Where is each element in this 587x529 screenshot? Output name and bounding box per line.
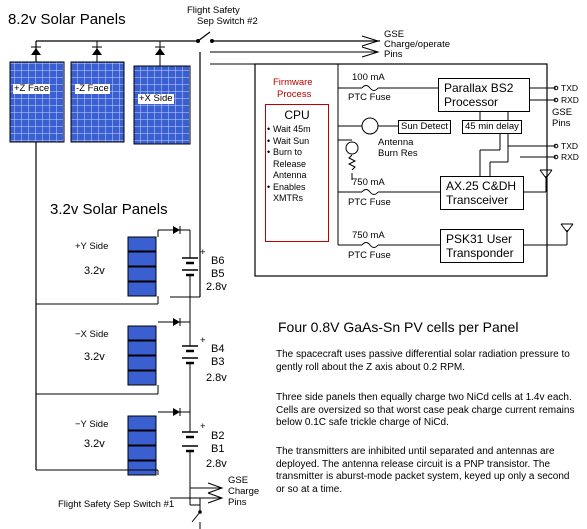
battery-b3: B3 xyxy=(211,356,225,368)
gse-bottom-line1: GSE xyxy=(228,475,249,486)
fuse-bot-label: PTC Fuse xyxy=(348,250,391,261)
description-para-1: The spacecraft uses passive differential… xyxy=(276,349,570,373)
sep-switch-2-line2: Sep Switch #2 xyxy=(197,16,258,27)
sun-detect-box: Sun Detect xyxy=(398,120,451,134)
delay-box: 45 min delay xyxy=(462,120,522,134)
gse-pins-right-1: GSE xyxy=(552,107,573,118)
panel-label-z-plus: +Z Face xyxy=(13,83,51,94)
gse-top-line1: GSE xyxy=(384,29,405,40)
bs2-line1: Parallax BS2 xyxy=(444,81,514,95)
antenna-burn-line2: Burn Res xyxy=(378,148,418,159)
side-label-x-minus: −X Side xyxy=(75,329,109,340)
panel-z-minus xyxy=(70,61,125,143)
ax25-line1: AX.25 C&DH xyxy=(446,179,517,193)
bs2-line2: Processor xyxy=(444,95,499,109)
cpu-item: Burn to Release Antenna xyxy=(266,147,328,182)
pack-voltage-2: 2.8v xyxy=(206,372,227,384)
txd-mid: TXD xyxy=(561,141,578,151)
battery-b6: B6 xyxy=(211,255,225,267)
pack-voltage-3: 2.8v xyxy=(206,458,227,470)
title-82v-panels: 8.2v Solar Panels xyxy=(8,11,126,28)
antenna-burn-line1: Antenna xyxy=(378,137,414,148)
antenna-icon xyxy=(539,169,553,192)
fuse-mid-label: PTC Fuse xyxy=(348,197,391,208)
diode-x-plus xyxy=(155,41,165,66)
rxd-mid: RXD xyxy=(561,152,579,162)
panel-label-z-minus: -Z Face xyxy=(75,83,110,94)
sep-switch-2-line1: Flight Safety xyxy=(187,5,240,16)
panel-label-x-plus: +X Side xyxy=(138,93,174,104)
diode-z-plus xyxy=(31,41,41,60)
gse-pins-right-2: Pins xyxy=(552,118,571,129)
bs2-processor-box: Parallax BS2 Processor xyxy=(438,78,530,112)
fuse-top-current: 100 mA xyxy=(352,72,385,83)
gse-top-line2: Charge/operate xyxy=(384,39,451,50)
title-32v-panels: 3.2v Solar Panels xyxy=(50,201,168,218)
side-panel-y-plus xyxy=(127,226,198,304)
psk-line2: Transponder xyxy=(446,246,514,260)
battery-b4: B4 xyxy=(211,343,225,355)
side-volts-x-minus: 3.2v xyxy=(84,351,105,363)
side-label-y-plus: +Y Side xyxy=(75,241,109,252)
side-label-y-minus: −Y Side xyxy=(75,419,109,430)
side-panel-x-minus xyxy=(127,318,198,392)
panel-z-plus xyxy=(9,61,65,143)
txd-top: TXD xyxy=(561,83,578,93)
fuse-top-label: PTC Fuse xyxy=(348,92,391,103)
side-panel-y-minus xyxy=(127,408,198,488)
antenna-icon xyxy=(560,223,574,245)
plus-sign: + xyxy=(200,421,206,432)
firmware-label-1: Firmware xyxy=(273,77,313,88)
fuse-mid-current: 750 mA xyxy=(352,177,385,188)
description-para-2: Three side panels then equally charge tw… xyxy=(276,392,575,428)
cpu-box: CPU Wait 45m Wait Sun Burn to Release An… xyxy=(265,104,329,242)
cpu-item: Wait Sun xyxy=(266,136,328,148)
description-para-3: The transmitters are inhibited until sep… xyxy=(276,446,570,495)
cpu-item: Enables XMTRs xyxy=(266,182,328,205)
psk-line1: PSK31 User xyxy=(446,232,513,246)
gse-top-line3: Pins xyxy=(384,49,403,60)
plus-sign: + xyxy=(200,247,206,258)
cpu-title: CPU xyxy=(284,108,310,122)
battery-b1: B1 xyxy=(211,443,225,455)
diode-z-minus xyxy=(92,41,102,62)
pack-voltage-1: 2.8v xyxy=(206,281,227,293)
battery-b2: B2 xyxy=(211,430,225,442)
firmware-label-2: Process xyxy=(277,89,312,100)
cpu-item: Wait 45m xyxy=(266,124,328,136)
panel-x-plus xyxy=(133,65,191,145)
fuse-bot-current: 750 mA xyxy=(352,230,385,241)
ax25-transceiver-box: AX.25 C&DH Transceiver xyxy=(440,176,524,210)
sep-switch-1-label: Flight Safety Sep Switch #1 xyxy=(58,499,175,510)
psk31-transponder-box: PSK31 User Transponder xyxy=(440,229,524,263)
battery-b5: B5 xyxy=(211,268,225,280)
gse-bottom-line2: Charge xyxy=(228,486,260,497)
gse-bottom-line3: Pins xyxy=(228,497,247,508)
side-volts-y-plus: 3.2v xyxy=(84,265,105,277)
side-volts-y-minus: 3.2v xyxy=(84,438,105,450)
description-heading: Four 0.8V GaAs-Sn PV cells per Panel xyxy=(278,319,519,335)
plus-sign: + xyxy=(200,335,206,346)
rxd-top: RXD xyxy=(561,95,579,105)
ax25-line2: Transceiver xyxy=(446,193,509,207)
